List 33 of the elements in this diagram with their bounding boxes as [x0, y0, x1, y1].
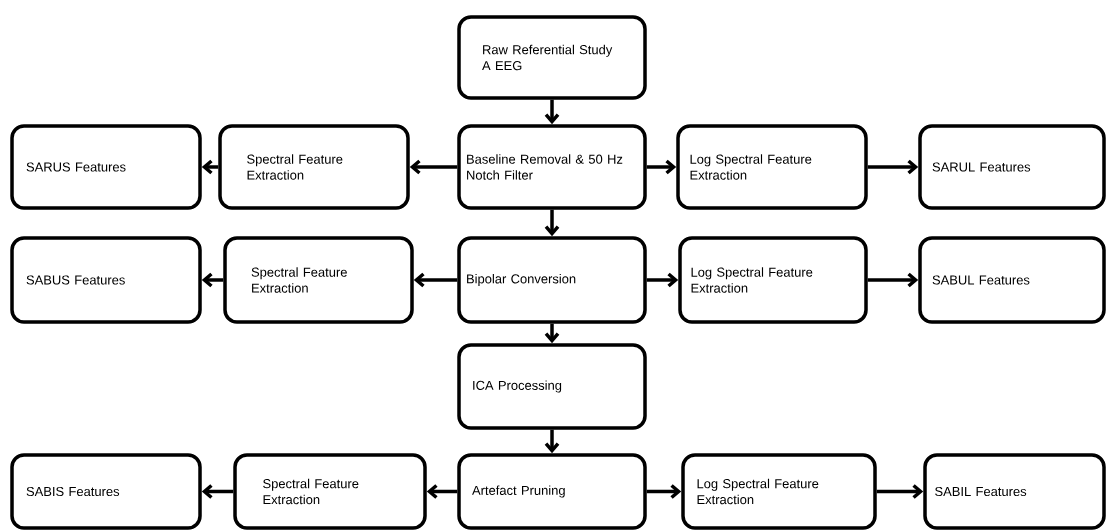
- arrow: [201, 484, 234, 499]
- process-box: ICA Processing: [457, 343, 647, 430]
- arrow: [646, 159, 677, 175]
- output-box: SABIL Features: [923, 453, 1106, 530]
- arrow: [544, 99, 560, 125]
- process-box: Spectral Feature Extraction: [223, 236, 414, 324]
- process-box: Spectral Feature Extraction: [233, 453, 427, 530]
- arrow: [413, 272, 458, 288]
- arrow: [201, 272, 224, 288]
- process-box: Log Spectral Feature Extraction: [676, 124, 868, 210]
- process-box: Log Spectral Feature Extraction: [681, 453, 877, 530]
- arrow: [867, 159, 919, 175]
- arrow: [544, 209, 560, 237]
- process-box: Artefact Pruning: [457, 453, 647, 530]
- arrow: [544, 429, 560, 454]
- output-box: SARUL Features: [918, 124, 1106, 210]
- arrow: [646, 484, 682, 499]
- output-box: SABUL Features: [918, 236, 1106, 324]
- arrow: [409, 159, 458, 175]
- output-box: SABUS Features: [10, 236, 202, 324]
- arrow: [544, 323, 560, 344]
- process-box: Log Spectral Feature Extraction: [678, 236, 868, 324]
- arrow: [646, 272, 679, 288]
- output-box: SARUS Features: [10, 124, 202, 210]
- arrow: [201, 159, 219, 175]
- arrow: [867, 272, 919, 288]
- process-box: Baseline Removal & 50 Hz Notch Filter: [457, 124, 647, 210]
- arrow: [876, 484, 924, 499]
- process-box: Raw Referential Study A EEG: [457, 15, 647, 100]
- process-box: Bipolar Conversion: [457, 236, 647, 324]
- output-box: SABIS Features: [10, 453, 202, 530]
- arrow: [426, 484, 458, 499]
- process-box: Spectral Feature Extraction: [218, 124, 410, 210]
